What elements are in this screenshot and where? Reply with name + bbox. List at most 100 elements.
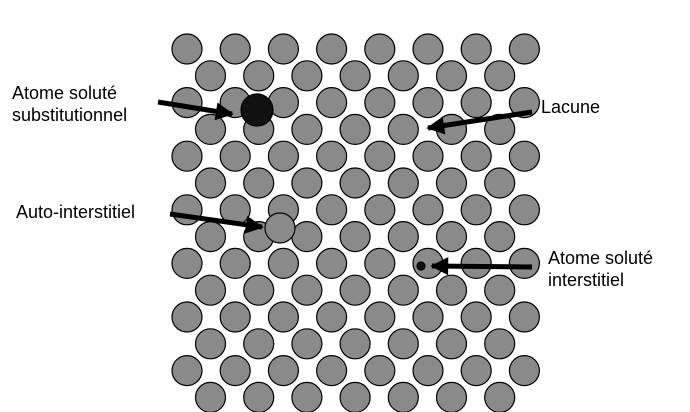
lattice-atom [412,86,444,119]
interstitial-solute-atom [416,261,426,271]
label-vacancy: Lacune [541,97,601,117]
lattice-atom [412,301,444,333]
lattice-atom [460,247,492,279]
lattice-atom [387,381,419,412]
lattice-atom [435,328,468,360]
arrow-self-interstitial [169,211,264,234]
lattice-atom [267,33,299,65]
lattice-atom [460,33,492,65]
lattice-atom [171,247,203,279]
lattice-atom [316,301,348,333]
lattice-atom [508,86,541,119]
lattice-atom [364,194,396,226]
label-interstitial-line1: Atome soluté [548,248,654,268]
lattice-atom [267,140,299,172]
label-substitutional-line2: substitutionnel [12,105,128,125]
lattice-atom [219,33,251,65]
lattice-atom [219,355,251,387]
lattice-atom [194,328,227,360]
arrow-interstitial [430,257,533,276]
lattice-atom [194,221,227,253]
lattice-atom [316,86,348,119]
lattice-atom [364,140,396,172]
arrow-substitutional [157,99,234,121]
lattice-atom [339,113,371,145]
lattice-atom [364,33,396,65]
lattice-atom [460,355,492,387]
lattice-atom [435,167,468,199]
lattice-atom [339,167,371,199]
lattice-atom [171,33,203,65]
lattice-atom [508,140,541,172]
lattice-atom [291,274,323,306]
lattice-atom [267,247,299,279]
lattice-atom [219,140,251,172]
lattice-atom [435,274,468,306]
lattice-atom [291,328,323,360]
lattice-atom [291,221,323,253]
lattice-atom [435,221,468,253]
lattice-atom [435,113,468,145]
lattice-atom [508,301,541,333]
lattice-atom [387,274,419,306]
lattice-atom [484,274,516,306]
substitutional-solute-atom [240,93,274,127]
lattice-atom [194,60,227,92]
lattice-atom [316,140,348,172]
lattice-atom [243,381,275,412]
lattice-atom [291,60,323,92]
lattice-atom [171,355,203,387]
lattice-atom [412,194,444,226]
lattice-atom [508,194,541,226]
lattice-atom [387,60,419,92]
lattice-atom [387,113,419,145]
lattice-atom [291,113,323,145]
lattice-atom [219,301,251,333]
lattice-atom [412,140,444,172]
lattice-atom [484,328,516,360]
lattice-atom [316,194,348,226]
lattice-atom [364,301,396,333]
lattice-atom [387,221,419,253]
lattice-atom [387,328,419,360]
defect-markers [240,93,426,271]
lattice-atom [364,86,396,119]
lattice-atom [194,274,227,306]
lattice-atom [243,274,275,306]
lattice-atom [364,247,396,279]
lattice-atom [339,381,371,412]
label-interstitial-line2: interstitiel [548,270,625,290]
lattice-atom [316,33,348,65]
lattice-atom [243,167,275,199]
lattice-atoms [171,33,541,412]
lattice-atom [291,167,323,199]
lattice-atom [219,247,251,279]
lattice-atom [316,355,348,387]
lattice-atom [484,113,516,145]
self-interstitial-atom [264,212,296,244]
lattice-atom [460,86,492,119]
lattice-atom [291,381,323,412]
lattice-atom [484,221,516,253]
lattice-atom [460,301,492,333]
label-self-interstitial: Auto-interstitiel [16,202,136,222]
lattice-atom [508,355,541,387]
pointer-arrows [157,99,533,276]
lattice-atom [435,60,468,92]
arrow-vacancy [426,109,533,135]
label-substitutional-solute: Atome soluté substitutionnel [12,82,127,126]
lattice-atom [267,301,299,333]
lattice-atom [508,33,541,65]
lattice-atom [484,381,516,412]
lattice-atom [316,247,348,279]
lattice-atom [339,60,371,92]
lattice-atom [339,274,371,306]
lattice-atom [194,381,227,412]
lattice-atom [387,167,419,199]
lattice-atom [267,355,299,387]
lattice-atom [460,140,492,172]
lattice-atom [412,33,444,65]
label-substitutional-line1: Atome soluté [12,83,118,103]
